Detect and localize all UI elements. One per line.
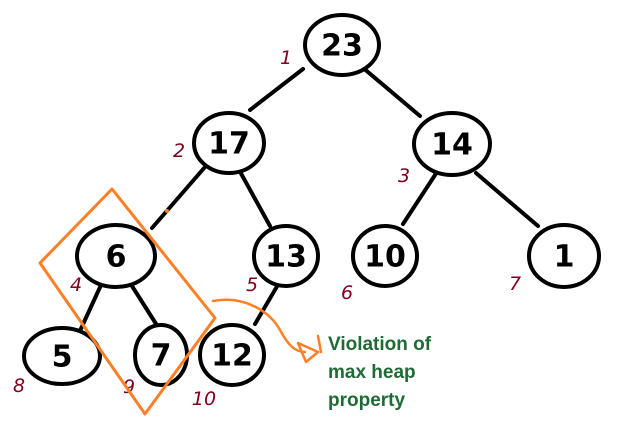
node-value: 14 bbox=[431, 128, 473, 163]
index-label: 8 bbox=[13, 375, 25, 397]
arrow-head-icon bbox=[296, 334, 323, 364]
node-value: 23 bbox=[321, 29, 363, 64]
heap-node: 13 bbox=[252, 224, 320, 288]
edge-13-12 bbox=[253, 281, 281, 326]
node-value: 5 bbox=[52, 340, 73, 375]
node-value: 7 bbox=[151, 339, 172, 374]
heap-node: 14 bbox=[412, 111, 492, 177]
violation-note: Violation of max heap property bbox=[328, 331, 478, 415]
heap-node: 7 bbox=[133, 323, 189, 387]
index-label: 3 bbox=[398, 165, 410, 187]
note-line: Violation of bbox=[328, 334, 432, 355]
edge-14-10 bbox=[401, 170, 439, 226]
edge-6-7 bbox=[130, 284, 160, 329]
index-label: 9 bbox=[123, 376, 135, 398]
heap-node: 12 bbox=[198, 323, 266, 387]
note-line: max heap bbox=[328, 362, 416, 383]
node-value: 10 bbox=[364, 240, 406, 275]
index-label: 10 bbox=[192, 388, 216, 410]
node-value: 6 bbox=[106, 240, 127, 275]
index-label: 1 bbox=[280, 47, 292, 69]
violation-highlight-box bbox=[38, 187, 217, 416]
edge-14-1 bbox=[474, 171, 540, 228]
annotation-dot bbox=[165, 209, 169, 213]
note-line: property bbox=[328, 390, 406, 411]
edge-23-14 bbox=[360, 65, 422, 118]
edge-17-13 bbox=[236, 166, 272, 228]
node-value: 17 bbox=[208, 127, 250, 162]
heap-node: 17 bbox=[192, 111, 266, 175]
node-value: 1 bbox=[554, 240, 575, 275]
node-value: 12 bbox=[211, 339, 253, 374]
edge-23-17 bbox=[248, 67, 305, 112]
index-label: 7 bbox=[509, 273, 521, 295]
heap-node: 6 bbox=[75, 223, 157, 289]
heap-node: 1 bbox=[527, 223, 601, 289]
index-label: 2 bbox=[173, 140, 185, 162]
tree-edges bbox=[77, 65, 540, 335]
index-label: 6 bbox=[341, 282, 353, 304]
annotation-arrow bbox=[211, 298, 307, 354]
heap-node: 23 bbox=[303, 13, 381, 77]
index-label: 4 bbox=[70, 274, 82, 296]
heap-node: 10 bbox=[351, 224, 419, 288]
index-label: 5 bbox=[246, 274, 258, 296]
edge-17-6 bbox=[150, 165, 207, 230]
heap-node: 5 bbox=[22, 326, 102, 386]
node-value: 13 bbox=[265, 240, 307, 275]
